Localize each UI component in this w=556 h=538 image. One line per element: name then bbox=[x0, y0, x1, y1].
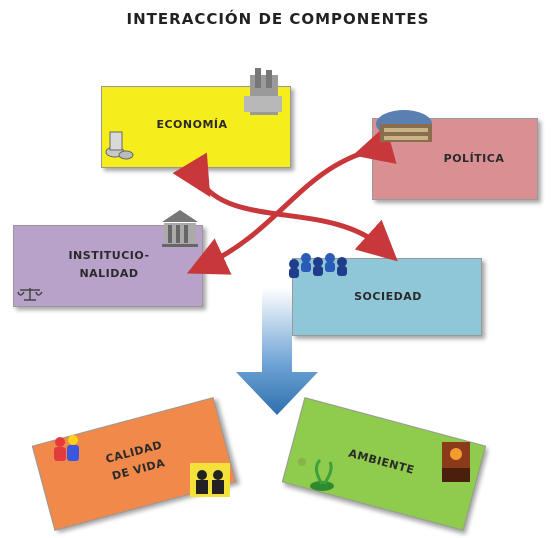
landscape-icon bbox=[442, 442, 470, 482]
arrow-economia-sociedad bbox=[172, 152, 398, 262]
diagram-title: INTERACCIÓN DE COMPONENTES bbox=[126, 10, 430, 28]
parliament-icon bbox=[376, 110, 432, 142]
courthouse-icon bbox=[162, 210, 198, 247]
plant-icon bbox=[298, 458, 334, 491]
sociedad-label: SOCIEDAD bbox=[354, 290, 422, 303]
factory-icon bbox=[244, 68, 282, 115]
politica-label: POLÍTICA bbox=[443, 152, 505, 165]
people-group-icon bbox=[289, 253, 347, 278]
scales-icon bbox=[17, 288, 43, 301]
coins-icon bbox=[105, 131, 134, 160]
down-arrow bbox=[236, 288, 318, 415]
graduates-icon bbox=[190, 463, 230, 497]
family-icon bbox=[54, 435, 79, 461]
institucionalidad-label-1: INSTITUCIO- bbox=[68, 249, 150, 262]
arrow-politica-institucionalidad bbox=[186, 125, 397, 275]
institucionalidad-label-2: NALIDAD bbox=[79, 267, 139, 280]
